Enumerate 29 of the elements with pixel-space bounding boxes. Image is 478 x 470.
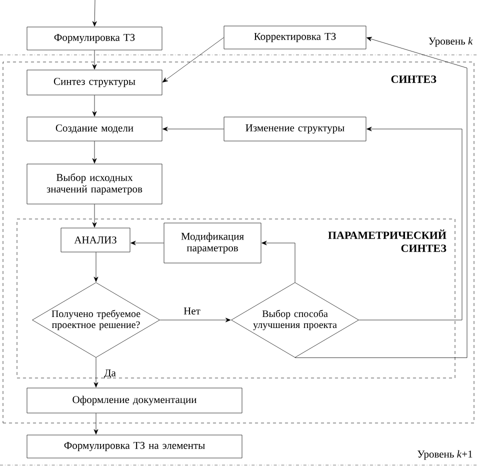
arrow [160, 318, 231, 322]
process-box: Формулировка ТЗ [26, 26, 162, 50]
arrow [294, 36, 468, 358]
process-box: Модификация параметров [164, 222, 262, 264]
process-box: Выбор исходных значений параметров [26, 164, 162, 204]
arrow [94, 413, 98, 434]
arrow [358, 126, 462, 320]
level-label: Уровень k+1 [418, 450, 472, 460]
process-box: Синтез структуры [26, 70, 162, 96]
arrow [262, 240, 296, 282]
process-box: Создание модели [26, 116, 162, 142]
arrow [92, 95, 97, 116]
arrow [94, 358, 98, 388]
arrow [92, 141, 97, 164]
arrow [92, 50, 97, 70]
arrow [162, 37, 224, 82]
level-label: Уровень k [428, 37, 473, 47]
arrow [92, 0, 97, 26]
arrow [130, 240, 164, 246]
arrow [92, 204, 97, 228]
process-box: АНАЛИЗ [60, 228, 130, 252]
process-box: Формулировка ТЗ на элементы [26, 434, 242, 458]
arrow [94, 252, 98, 282]
edge-label: Да [104, 369, 116, 379]
process-box: Оформление документации [26, 388, 242, 414]
process-box: Изменение структуры [224, 116, 366, 142]
edge-label: Нет [184, 308, 200, 314]
arrow [162, 126, 224, 132]
process-box: Корректировка ТЗ [224, 26, 366, 50]
